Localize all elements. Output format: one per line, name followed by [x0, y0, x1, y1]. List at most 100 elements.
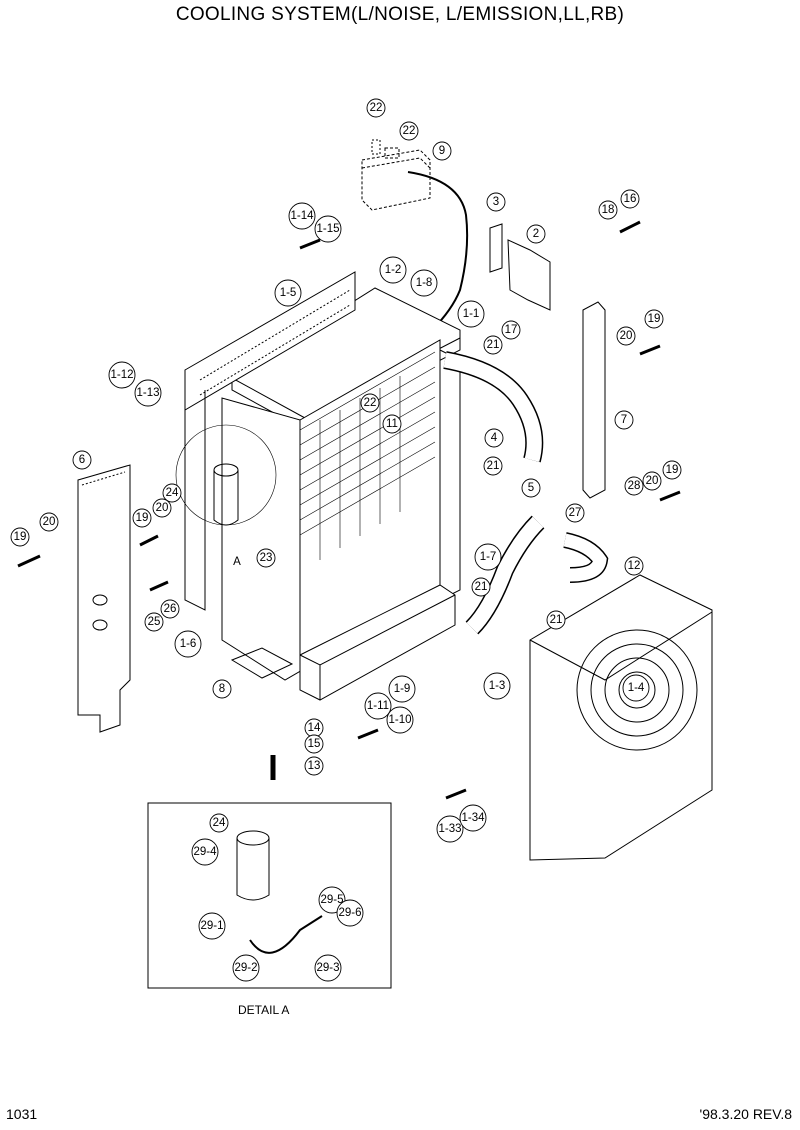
callout-circle — [642, 471, 662, 491]
callout-label: 16 — [624, 193, 637, 205]
callout-circle — [521, 478, 541, 498]
revision-date: '98.3.20 REV.8 — [699, 1106, 792, 1122]
callout-8: 8 — [212, 679, 232, 699]
callout-circle — [614, 410, 634, 430]
callout-circle — [662, 460, 682, 480]
callout-circle — [314, 954, 342, 982]
callout-label: 19 — [136, 512, 149, 524]
callout-circle — [399, 121, 419, 141]
callout-label: 29-2 — [234, 962, 257, 974]
callout-circle — [432, 141, 452, 161]
callout-label: 1-9 — [394, 683, 411, 695]
callout-circle — [304, 734, 324, 754]
page-number: 1031 — [6, 1106, 38, 1122]
callout-label: 29-3 — [316, 962, 339, 974]
callout-label: 1-2 — [385, 264, 402, 276]
callout-1-34: 1-34 — [459, 804, 487, 832]
callout-22: 22 — [366, 98, 386, 118]
right-seal-strip — [582, 301, 606, 499]
callout-26: 26 — [160, 599, 180, 619]
callout-14: 14 — [304, 718, 324, 738]
callout-20: 20 — [616, 326, 636, 346]
callout-20: 20 — [642, 471, 662, 491]
callout-1-8: 1-8 — [410, 269, 438, 297]
detail-a-filter — [236, 830, 323, 954]
callout-circle — [379, 256, 407, 284]
callout-21: 21 — [483, 335, 503, 355]
callout-circle — [624, 476, 644, 496]
callout-19: 19 — [10, 527, 30, 547]
callout-label: 3 — [493, 196, 499, 208]
callout-circle — [39, 512, 59, 532]
callout-1-2: 1-2 — [379, 256, 407, 284]
callout-circle — [366, 98, 386, 118]
callout-20: 20 — [152, 498, 172, 518]
callout-circle — [274, 279, 302, 307]
callout-3: 3 — [486, 192, 506, 212]
callout-label: 20 — [620, 330, 633, 342]
callout-label: 21 — [487, 339, 500, 351]
callout-label: 1-5 — [280, 287, 297, 299]
stay-bracket — [507, 239, 551, 311]
callout-15: 15 — [304, 734, 324, 754]
callout-4: 4 — [484, 428, 504, 448]
callout-a: A — [233, 556, 241, 568]
callout-1-13: 1-13 — [134, 379, 162, 407]
callout-label: 1-6 — [180, 638, 197, 650]
callout-circle — [132, 508, 152, 528]
callout-label: 19 — [648, 313, 661, 325]
callout-19: 19 — [132, 508, 152, 528]
callout-label: 8 — [219, 683, 225, 695]
callout-16: 16 — [620, 189, 640, 209]
callout-24: 24 — [209, 813, 229, 833]
callout-label: 27 — [569, 507, 582, 519]
callout-5: 5 — [521, 478, 541, 498]
callout-circle — [410, 269, 438, 297]
callout-21: 21 — [471, 577, 491, 597]
callout-circle — [644, 309, 664, 329]
callout-label: 1-8 — [416, 277, 433, 289]
callout-label: 18 — [602, 204, 615, 216]
stay-plate — [489, 223, 503, 273]
callout-circle — [501, 320, 521, 340]
callout-circle — [386, 706, 414, 734]
callout-label: 23 — [260, 552, 273, 564]
callout-circle — [459, 804, 487, 832]
callout-label: 17 — [505, 324, 518, 336]
callout-circle — [174, 630, 202, 658]
callout-label: 29-5 — [320, 894, 343, 906]
callout-label: 9 — [439, 145, 445, 157]
callout-label: 29-6 — [338, 907, 361, 919]
callout-12: 12 — [624, 556, 644, 576]
callout-1-7: 1-7 — [474, 543, 502, 571]
callout-27: 27 — [565, 503, 585, 523]
callout-9: 9 — [432, 141, 452, 161]
callout-20: 20 — [39, 512, 59, 532]
callout-circle — [336, 899, 364, 927]
callout-circle — [72, 450, 92, 470]
callout-label: 21 — [550, 614, 563, 626]
callout-circle — [364, 692, 392, 720]
callout-21: 21 — [546, 610, 566, 630]
callout-circle — [10, 527, 30, 547]
callout-circle — [483, 672, 511, 700]
callout-label: 1-10 — [388, 714, 411, 726]
callout-28: 28 — [624, 476, 644, 496]
callout-circle — [484, 428, 504, 448]
fan-shroud — [529, 574, 713, 861]
callout-circle — [486, 192, 506, 212]
callout-17: 17 — [501, 320, 521, 340]
callout-circle — [457, 300, 485, 328]
callout-1-14: 1-14 — [288, 202, 316, 230]
callout-29-2: 29-2 — [232, 954, 260, 982]
callout-label: 1-4 — [628, 682, 645, 694]
callout-circle — [288, 202, 316, 230]
callout-29-1: 29-1 — [198, 912, 226, 940]
callout-circle — [134, 379, 162, 407]
mount-bracket — [230, 647, 294, 679]
side-seal-plate — [77, 464, 131, 733]
reservoir-tank — [361, 139, 431, 211]
callout-label: 1-15 — [316, 223, 339, 235]
